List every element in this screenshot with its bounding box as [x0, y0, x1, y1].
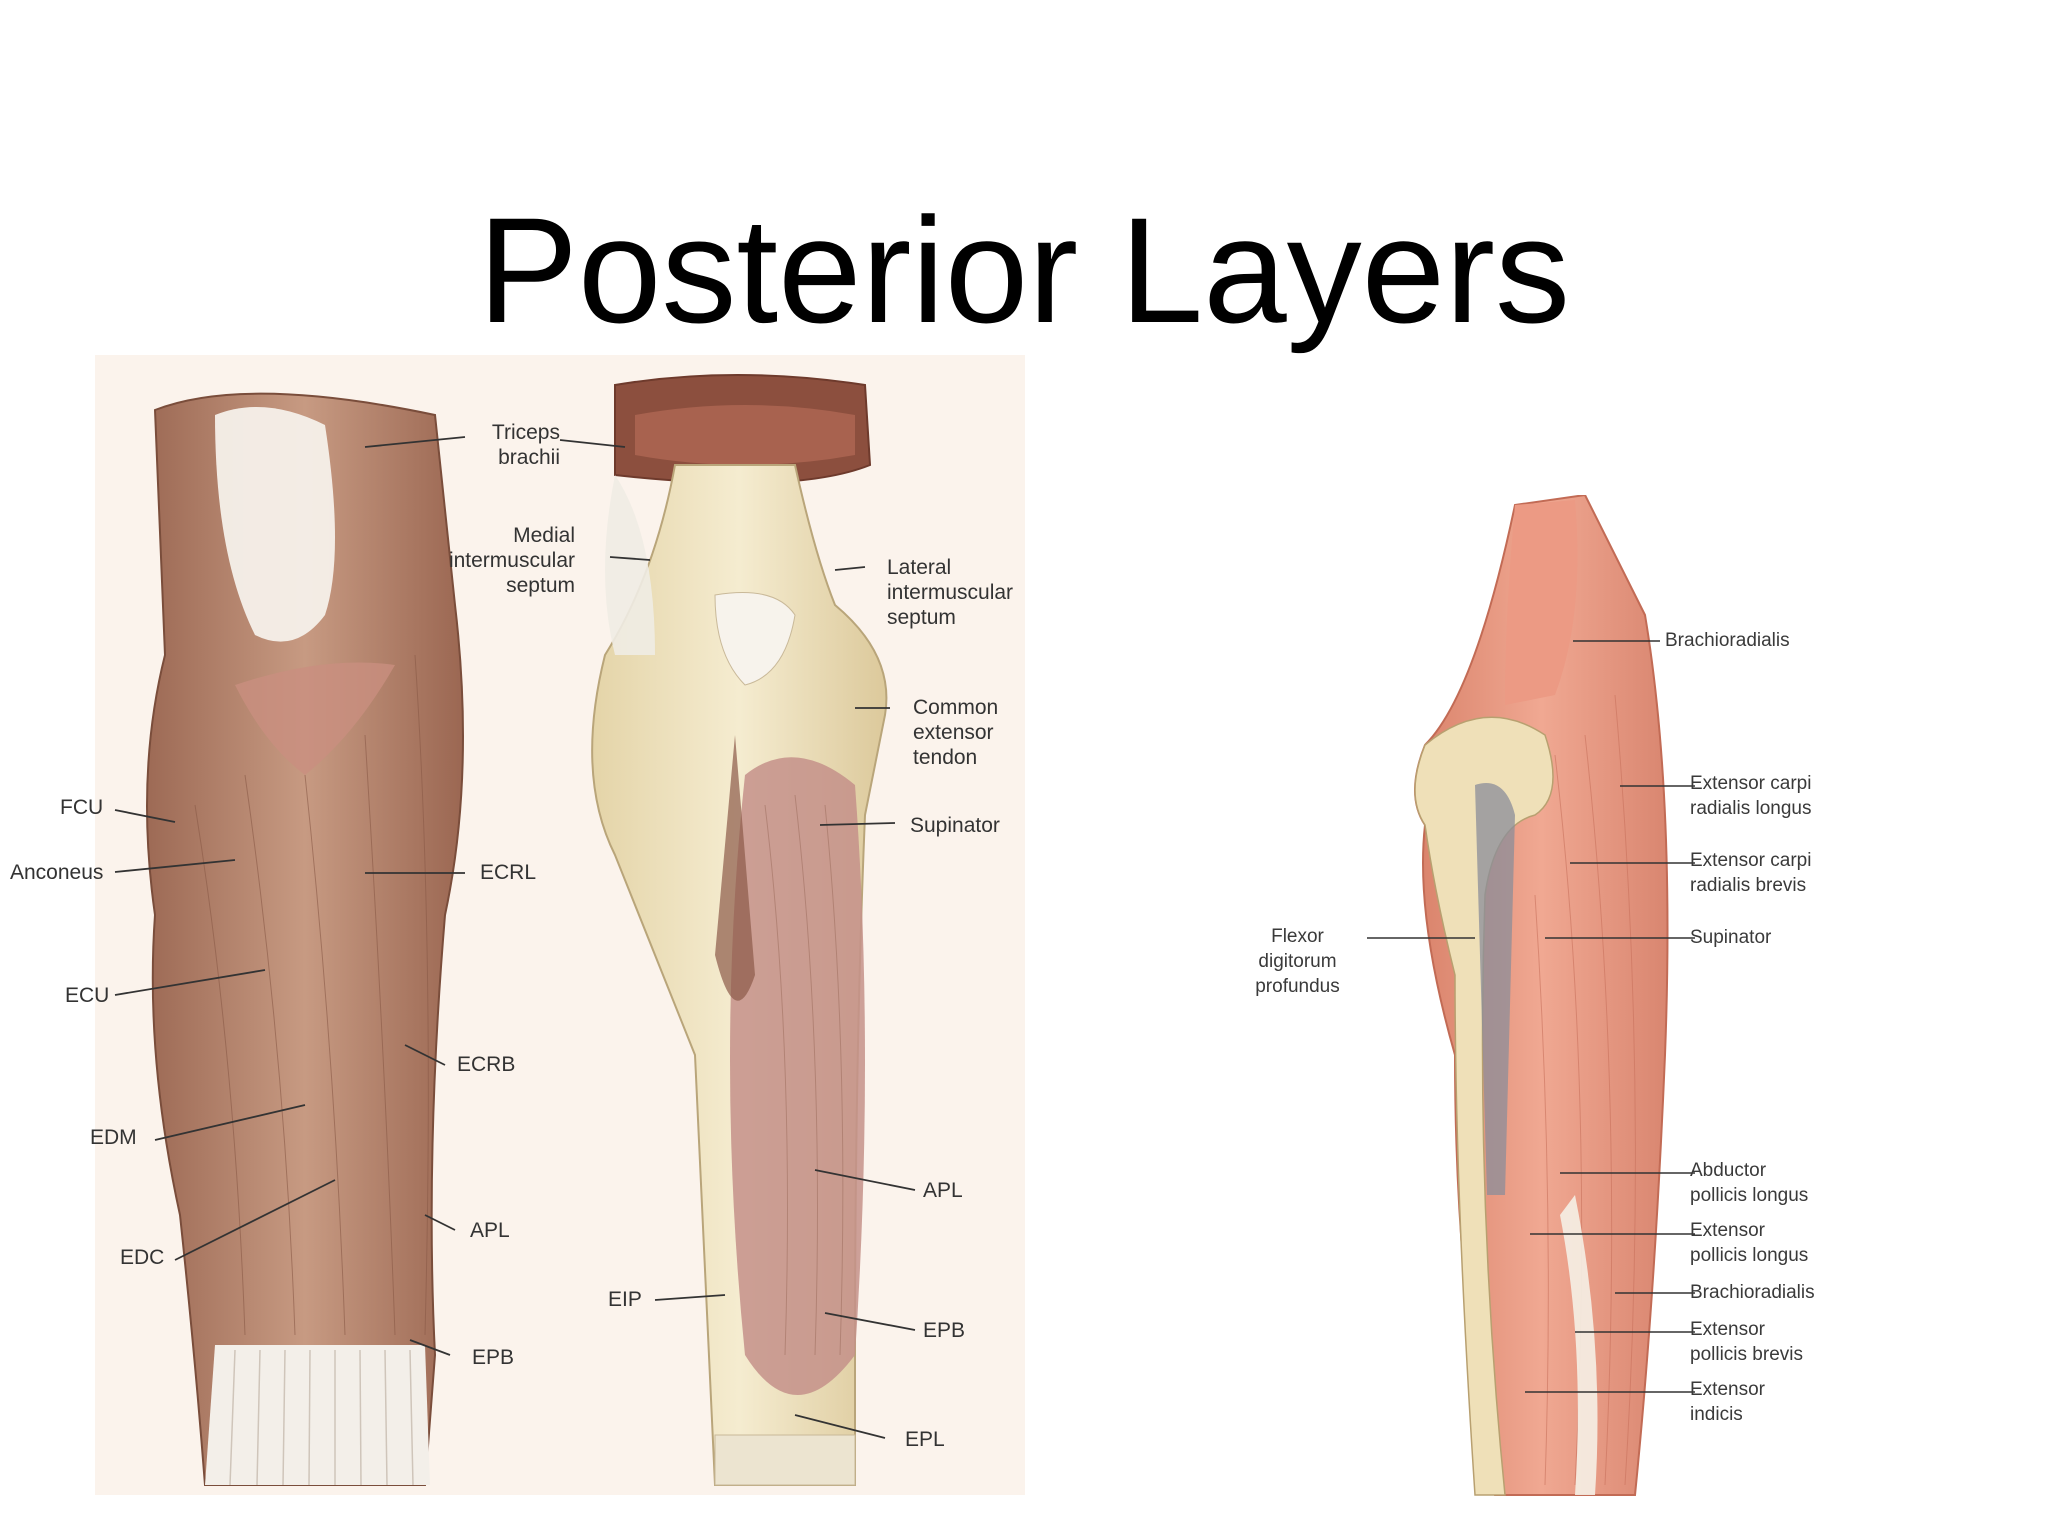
label-extensor-pollicis-brevis: Extensor pollicis brevis	[1690, 1319, 1803, 1365]
leader-lines-middle	[559, 439, 916, 1439]
label-extensor-indicis: Extensor indicis	[1690, 1379, 1765, 1425]
slide-title: Posterior Layers	[477, 186, 1571, 354]
deep-forearm	[591, 374, 888, 1486]
colored-forearm-drawing	[1367, 495, 1695, 1496]
label-apl-left: APL	[470, 1219, 510, 1242]
label-lateral-intermuscular-septum: Lateral intermuscular septum	[887, 556, 1014, 629]
posterior-forearm-illustration: Triceps brachii Medial intermuscular sep…	[10, 355, 1025, 1495]
colored-forearm-illustration: Brachioradialis Extensor carpi radialis …	[1255, 495, 1955, 1500]
label-supinator-middle: Supinator	[910, 814, 1000, 837]
forearm-drawings	[114, 374, 916, 1486]
label-extensor-carpi-radialis-brevis: Extensor carpi radialis brevis	[1690, 850, 1812, 896]
label-ecrb: ECRB	[457, 1053, 516, 1076]
label-abductor-pollicis-longus: Abductor pollicis longus	[1690, 1160, 1809, 1206]
label-common-extensor-tendon: Common extensor tendon	[913, 696, 999, 769]
label-medial-intermuscular-septum: Medial intermuscular septum	[448, 524, 575, 597]
label-brachioradialis-top: Brachioradialis	[1665, 630, 1790, 651]
label-epb-left: EPB	[472, 1346, 515, 1369]
label-epb-middle: EPB	[923, 1319, 966, 1342]
label-apl-middle: APL	[923, 1179, 963, 1202]
label-anconeus: Anconeus	[10, 861, 104, 884]
label-extensor-pollicis-longus: Extensor pollicis longus	[1690, 1220, 1809, 1266]
label-eip: EIP	[608, 1288, 642, 1311]
label-edm: EDM	[90, 1126, 137, 1149]
label-triceps-brachii: Triceps brachii	[491, 421, 560, 469]
label-fcu: FCU	[60, 796, 104, 819]
label-supinator: Supinator	[1690, 927, 1772, 948]
label-ecrl: ECRL	[480, 861, 537, 884]
label-edc: EDC	[120, 1246, 165, 1269]
label-ecu: ECU	[65, 984, 110, 1007]
label-brachioradialis-bottom: Brachioradialis	[1690, 1282, 1815, 1303]
label-extensor-carpi-radialis-longus: Extensor carpi radialis longus	[1690, 773, 1812, 819]
leader-lines-left	[114, 436, 466, 1356]
label-flexor-digitorum-profundus: Flexor digitorum profundus	[1255, 926, 1340, 997]
leader-lines-right	[1367, 640, 1695, 1393]
superficial-forearm	[146, 392, 464, 1486]
label-epl: EPL	[905, 1428, 945, 1451]
